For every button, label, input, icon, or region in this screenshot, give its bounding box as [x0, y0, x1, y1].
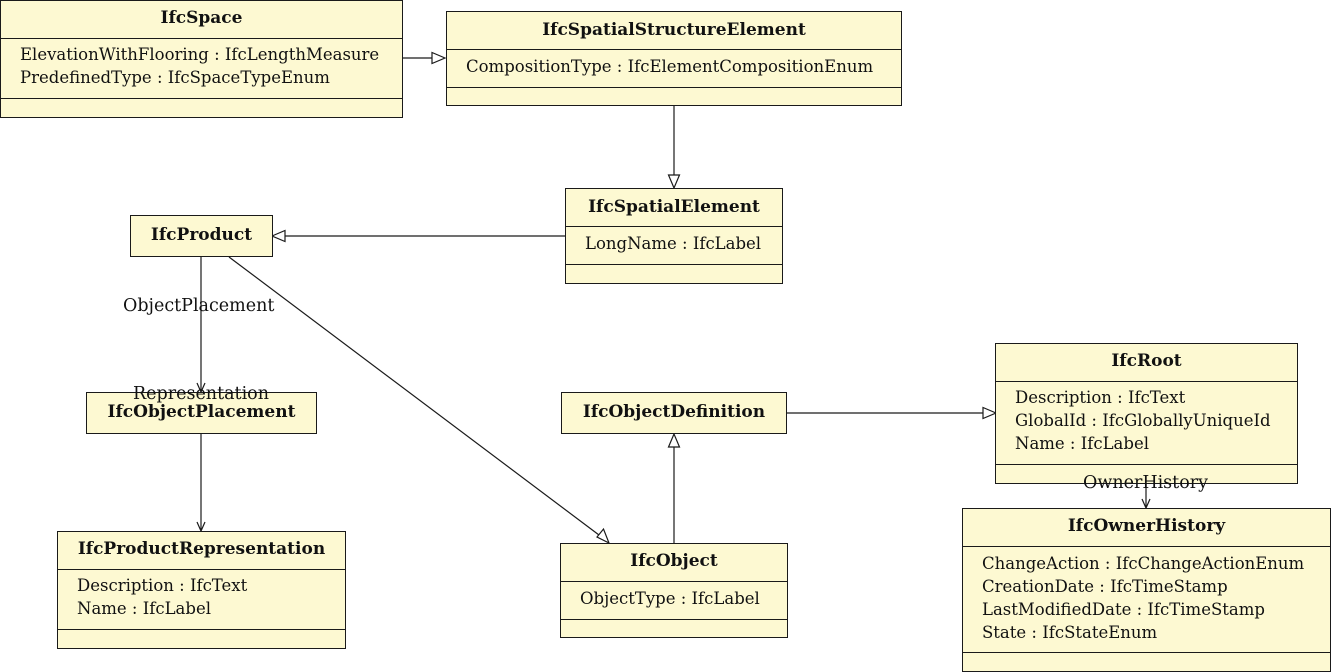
class-ifcroot: IfcRoot Description : IfcText GlobalId :…: [995, 343, 1298, 484]
edge-label-ownerhistory: OwnerHistory: [1083, 473, 1208, 493]
edge-product-to-object: [228, 256, 600, 536]
class-attribute: CompositionType : IfcElementCompositionE…: [466, 57, 874, 76]
compartment-divider: [58, 569, 345, 570]
class-ifcspatialstructureelement: IfcSpatialStructureElement CompositionTy…: [446, 11, 902, 106]
compartment-divider: [447, 49, 901, 50]
compartment-divider: [566, 226, 782, 227]
generalization-arrowhead: [431, 51, 447, 65]
compartment-divider: [996, 381, 1297, 382]
class-name: IfcObject: [630, 551, 718, 571]
class-attribute: Description : IfcText: [77, 576, 248, 595]
compartment-divider: [1, 38, 402, 39]
class-attribute: ChangeAction : IfcChangeActionEnum: [982, 554, 1305, 573]
compartment-divider: [447, 87, 901, 88]
generalization-arrowhead: [667, 432, 681, 448]
compartment-divider: [561, 581, 787, 582]
class-ifcspatialelement: IfcSpatialElement LongName : IfcLabel: [565, 188, 783, 284]
edge-label-representation: Representation: [133, 384, 269, 404]
edge-label-objectplacement: ObjectPlacement: [123, 296, 275, 316]
class-name: IfcRoot: [1111, 351, 1182, 371]
compartment-divider: [1, 98, 402, 99]
class-name: IfcProduct: [150, 225, 253, 245]
compartment-divider: [561, 619, 787, 620]
class-attribute: Description : IfcText: [1015, 388, 1186, 407]
compartment-divider: [963, 652, 1330, 653]
class-ifcobject: IfcObject ObjectType : IfcLabel: [560, 543, 788, 638]
class-name: IfcSpatialStructureElement: [542, 20, 806, 40]
class-attribute: State : IfcStateEnum: [982, 623, 1158, 642]
class-attribute: LastModifiedDate : IfcTimeStamp: [982, 600, 1265, 619]
class-name: IfcOwnerHistory: [1067, 516, 1226, 536]
class-name: IfcProductRepresentation: [77, 539, 326, 559]
class-ifcownerhistory: IfcOwnerHistory ChangeAction : IfcChange…: [962, 508, 1331, 672]
generalization-arrowhead: [596, 527, 611, 545]
compartment-divider: [996, 464, 1297, 465]
class-name: IfcObjectPlacement: [107, 402, 296, 422]
class-name: IfcSpatialElement: [588, 197, 760, 217]
compartment-divider: [963, 546, 1330, 547]
generalization-arrowhead: [982, 406, 998, 420]
class-attribute: LongName : IfcLabel: [585, 234, 762, 253]
compartment-divider: [58, 629, 345, 630]
compartment-divider: [566, 264, 782, 265]
class-ifcobjectplacement: IfcObjectPlacement: [86, 392, 317, 434]
class-attribute: Name : IfcLabel: [77, 599, 211, 618]
class-attribute: PredefinedType : IfcSpaceTypeEnum: [20, 68, 330, 87]
class-ifcspace: IfcSpace ElevationWithFlooring : IfcLeng…: [0, 0, 403, 118]
generalization-arrowhead: [270, 229, 286, 243]
class-ifcproduct: IfcProduct: [130, 215, 273, 257]
class-attribute: Name : IfcLabel: [1015, 434, 1149, 453]
generalization-arrowhead: [667, 174, 681, 190]
class-attribute: CreationDate : IfcTimeStamp: [982, 577, 1228, 596]
class-attribute: ElevationWithFlooring : IfcLengthMeasure: [20, 45, 380, 64]
class-attribute: ObjectType : IfcLabel: [580, 589, 760, 608]
class-name: IfcObjectDefinition: [582, 402, 766, 422]
class-ifcproductrepresentation: IfcProductRepresentation Description : I…: [57, 531, 346, 649]
class-attribute: GlobalId : IfcGloballyUniqueId: [1015, 411, 1271, 430]
class-name: IfcSpace: [160, 8, 243, 28]
class-ifcobjectdefinition: IfcObjectDefinition: [561, 392, 787, 434]
